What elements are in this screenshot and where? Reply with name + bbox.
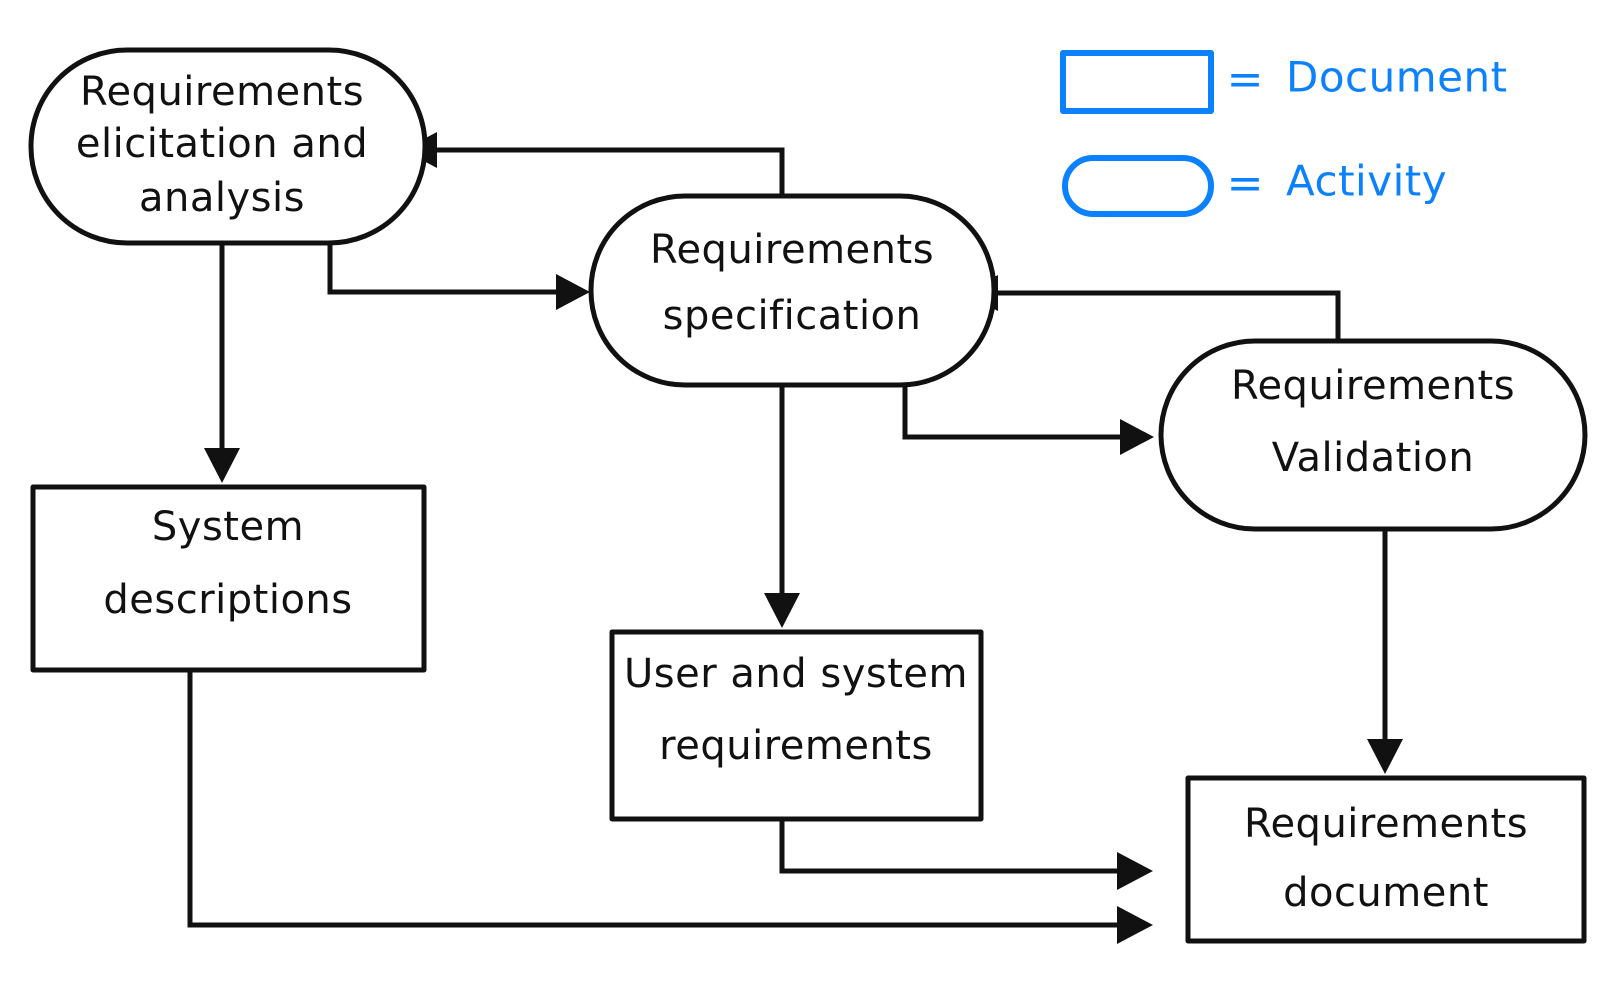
- node-label-line-1: Requirements: [1244, 801, 1528, 847]
- legend-shape-stadium: [1062, 155, 1214, 217]
- node-user-and-system-requirements[interactable]: User and system requirements: [609, 629, 984, 822]
- edge-user-system-requirements-to-requirements-document: [779, 818, 1153, 890]
- node-system-descriptions[interactable]: System descriptions: [30, 484, 427, 673]
- edge-specification-to-elicitation: [403, 132, 785, 198]
- legend-equals-sign: =: [1227, 158, 1264, 209]
- node-shape-rectangle: [30, 484, 427, 673]
- legend-equals-sign: =: [1227, 54, 1264, 105]
- node-label-line-1: Requirements: [80, 69, 364, 115]
- node-label-line-1: Requirements: [1231, 363, 1515, 409]
- legend-label-document: Document: [1286, 53, 1508, 102]
- legend-shape-rectangle: [1060, 50, 1214, 114]
- node-label-line-1: System: [152, 504, 304, 550]
- node-shape-stadium: [28, 47, 428, 246]
- edge-system-descriptions-to-requirements-document: [187, 668, 1153, 944]
- edge-validation-to-requirements-document: [1367, 527, 1403, 774]
- node-label-line-2: Validation: [1272, 435, 1475, 481]
- node-label-line-3: analysis: [139, 175, 305, 221]
- node-shape-rectangle: [1185, 775, 1587, 944]
- legend-label-activity: Activity: [1286, 157, 1447, 206]
- node-shape-rectangle: [609, 629, 984, 822]
- edge-elicitation-to-system-descriptions: [204, 241, 240, 483]
- node-requirements-validation[interactable]: Requirements Validation: [1158, 338, 1588, 532]
- node-label-line-2: specification: [663, 293, 922, 339]
- edge-specification-to-user-system-requirements: [764, 382, 800, 628]
- legend-item-document: = Document: [1060, 50, 1508, 114]
- node-requirements-specification[interactable]: Requirements specification: [588, 193, 997, 388]
- node-label-line-2: descriptions: [103, 577, 352, 623]
- node-label-line-2: document: [1283, 870, 1489, 916]
- node-shape-stadium: [1158, 338, 1588, 532]
- node-requirements-document[interactable]: Requirements document: [1185, 775, 1587, 944]
- edge-specification-to-validation: [902, 382, 1154, 455]
- node-label-line-2: elicitation and: [76, 121, 368, 167]
- node-requirements-elicitation-and-analysis[interactable]: Requirements elicitation and analysis: [28, 47, 428, 246]
- node-label-line-1: User and system: [624, 651, 968, 697]
- node-shape-stadium: [588, 193, 997, 388]
- edge-elicitation-to-specification: [327, 241, 590, 310]
- node-label-line-1: Requirements: [650, 227, 934, 273]
- legend-item-activity: = Activity: [1062, 155, 1447, 217]
- legend: = Document = Activity: [1060, 50, 1508, 217]
- edge-validation-to-specification: [964, 275, 1341, 343]
- node-label-line-2: requirements: [659, 723, 933, 769]
